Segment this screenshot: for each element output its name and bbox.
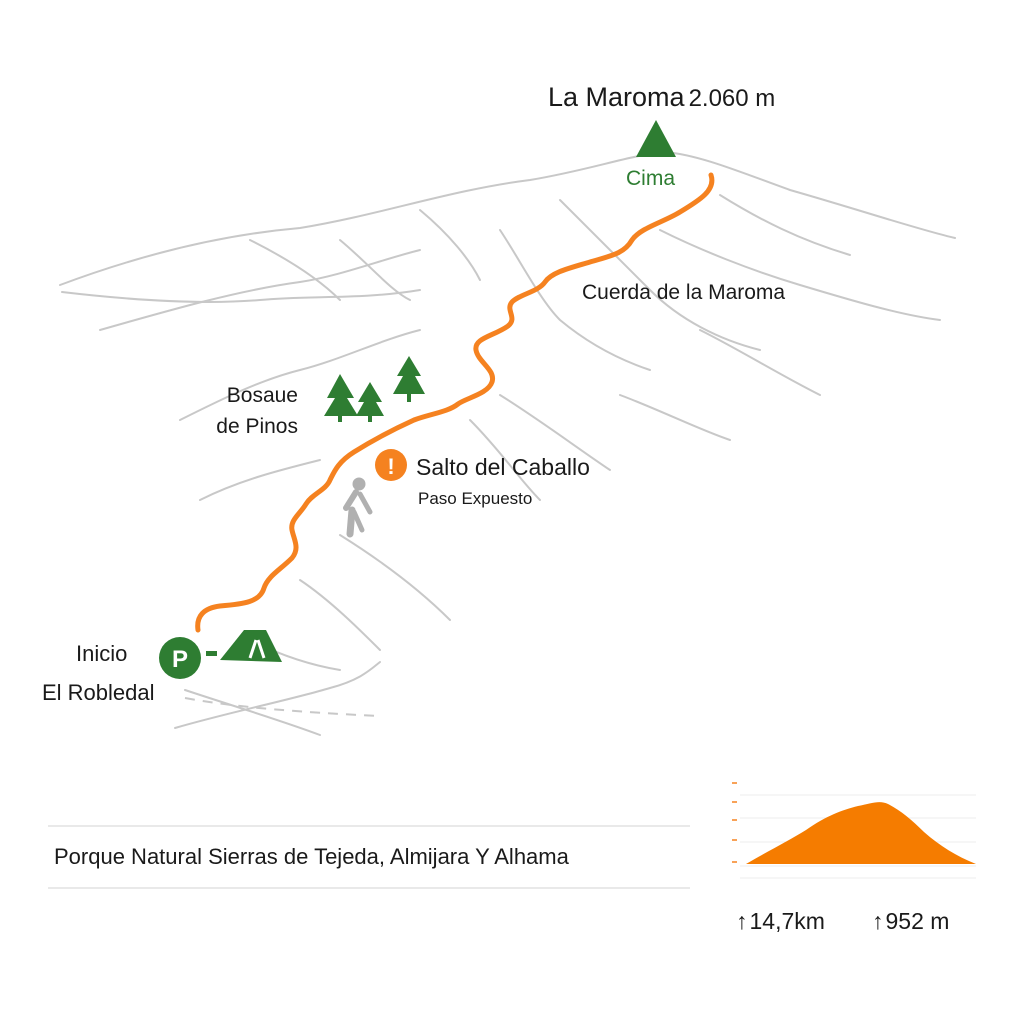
distance-value: 14,7km [749,908,825,934]
summit-elevation: 2.060 m [688,85,776,112]
warning-icon: ! [375,449,407,481]
elevation-gain-stat: ↑952 m [872,910,949,933]
ridge-label: Cuerda de la Maroma [582,281,786,304]
elevation-profile-area [746,802,976,864]
start-title: Inicio [76,641,128,666]
forest-label-line2: de Pinos [216,415,298,438]
tent-icon [220,630,282,662]
distance-stat: ↑14,7km [736,910,825,933]
start-place: El Robledal [42,680,155,705]
pine-tree-icon [393,356,425,402]
parking-connector [206,651,217,656]
mountain-relief [59,150,956,736]
pine-tree-icon [356,382,384,422]
parking-letter: P [172,646,188,673]
forest-label: Bosaue de Pinos [204,380,298,442]
hazard-subtitle: Paso Expuesto [418,489,533,508]
warning-icon-glyph: ! [387,454,394,479]
hazard-title: Salto del Caballo [416,454,590,480]
elevation-arrow-icon: ↑ [872,908,884,934]
summit-name-text: La Maroma [548,82,685,112]
hiker-figure-icon [343,477,373,538]
elevation-profile [732,782,976,879]
distance-arrow-icon: ↑ [736,908,748,934]
summit-marker-label: Cima [626,167,676,190]
pine-tree-icon [324,374,358,422]
elevation-gain-value: 952 m [885,908,950,934]
hiking-route [195,172,715,633]
summit-triangle-icon [636,120,676,157]
parking-icon: P [159,637,201,679]
forest-label-line1: Bosaue [226,384,298,407]
park-name: Porque Natural Sierras de Tejeda, Almija… [54,844,569,869]
trail-access-dashes [184,697,379,717]
